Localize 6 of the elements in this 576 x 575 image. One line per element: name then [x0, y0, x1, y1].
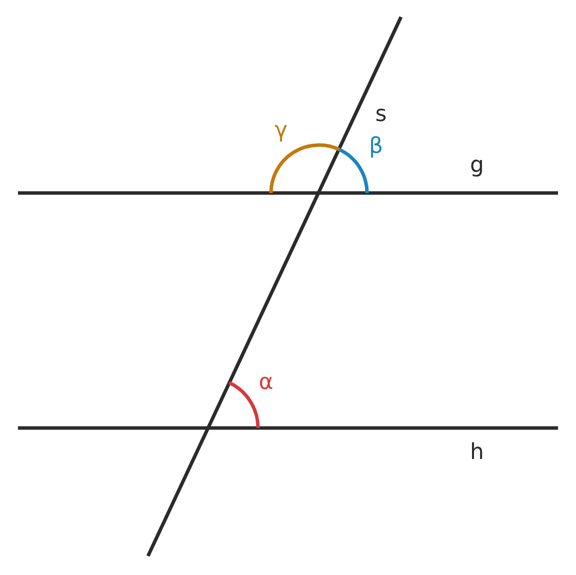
angle-label: β [368, 135, 384, 159]
angle-label: α [258, 371, 274, 395]
line-label: h [470, 441, 484, 465]
line-label: s [375, 103, 387, 127]
angle-label: γ [274, 119, 288, 143]
line-label: g [470, 154, 484, 178]
